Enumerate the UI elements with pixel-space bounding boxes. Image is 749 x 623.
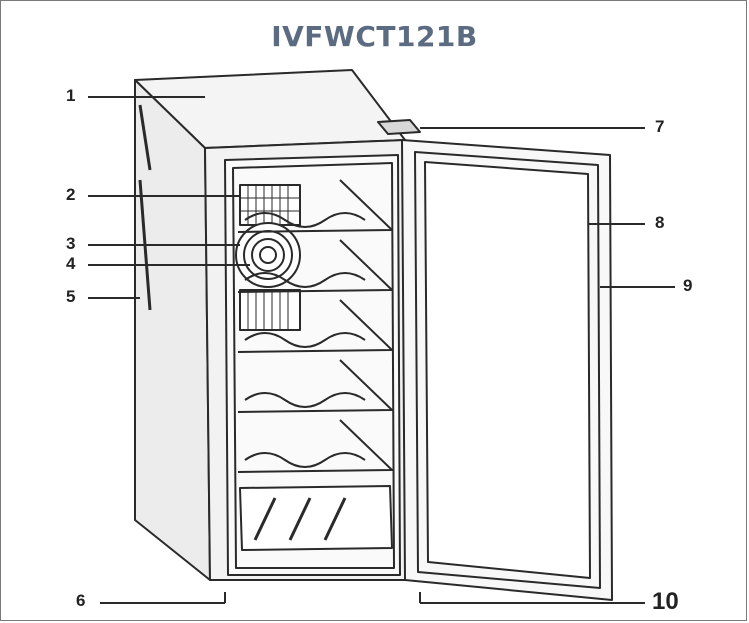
door-glass bbox=[424, 161, 591, 579]
callout-8: 8 bbox=[655, 213, 665, 232]
callout-9: 9 bbox=[683, 276, 693, 295]
callout-4: 4 bbox=[66, 254, 76, 273]
wine-racks bbox=[237, 179, 393, 473]
callout-3: 3 bbox=[66, 234, 76, 253]
callout-1: 1 bbox=[66, 86, 76, 105]
callout-10: 10 bbox=[652, 588, 679, 615]
callout-6: 6 bbox=[76, 591, 86, 610]
callout-7: 7 bbox=[655, 117, 665, 136]
fan-grill-lower bbox=[239, 289, 301, 331]
model-title: IVFWCT121B bbox=[271, 20, 478, 53]
fan-circle bbox=[235, 222, 301, 288]
door-hinge bbox=[377, 119, 421, 135]
callout-2: 2 bbox=[66, 185, 76, 204]
fan-grill-upper bbox=[239, 184, 301, 226]
callout-5: 5 bbox=[66, 287, 76, 306]
bottom-bin bbox=[239, 485, 393, 551]
